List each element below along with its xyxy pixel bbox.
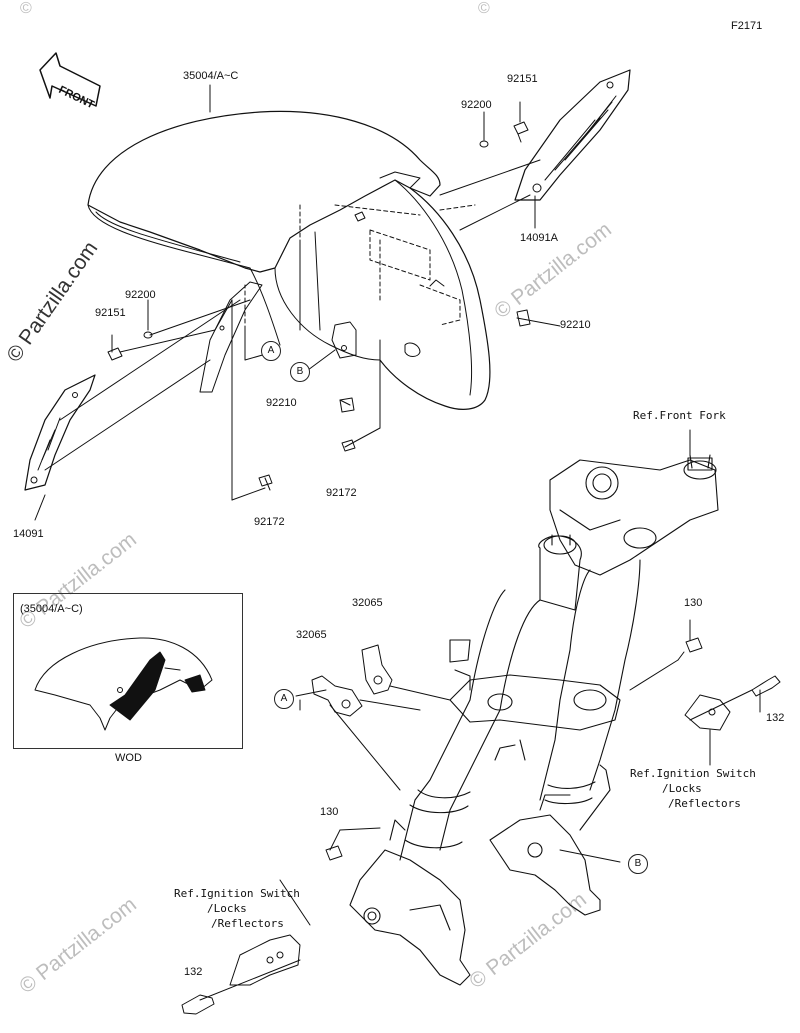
leader-lines bbox=[34, 84, 761, 1001]
ref-reflectors-left[interactable]: /Reflectors bbox=[211, 917, 284, 930]
part-label-92151-upper[interactable]: 92151 bbox=[507, 73, 538, 85]
part-label-32065-lower[interactable]: 32065 bbox=[296, 629, 327, 641]
part-label-14091[interactable]: 14091 bbox=[13, 528, 44, 540]
ref-ignition-switch-left[interactable]: Ref.Ignition Switch bbox=[174, 887, 300, 900]
fender-inner-bracket bbox=[199, 281, 263, 393]
part-label-132-left[interactable]: 132 bbox=[184, 966, 203, 978]
watermark-corner: © bbox=[478, 0, 490, 17]
callout-b[interactable]: B bbox=[290, 362, 310, 382]
fender-bracket bbox=[331, 321, 357, 359]
cover-14091 bbox=[24, 374, 96, 491]
part-label-130-upper[interactable]: 130 bbox=[684, 597, 703, 609]
part-label-35004[interactable]: 35004/A~C bbox=[183, 70, 239, 82]
part-label-92210-center[interactable]: 92210 bbox=[266, 397, 297, 409]
part-label-92151-left[interactable]: 92151 bbox=[95, 307, 126, 319]
front-fender bbox=[87, 110, 491, 410]
part-label-130-lower[interactable]: 130 bbox=[320, 806, 339, 818]
inset-part-label[interactable]: (35004/A~C) bbox=[20, 603, 83, 615]
part-label-92200-upper[interactable]: 92200 bbox=[461, 99, 492, 111]
part-label-92172-center[interactable]: 92172 bbox=[326, 487, 357, 499]
cover-14091a bbox=[514, 69, 631, 201]
inset-variant-box bbox=[13, 593, 243, 749]
ref-locks-left[interactable]: /Locks bbox=[207, 902, 247, 915]
part-label-132-right[interactable]: 132 bbox=[766, 712, 785, 724]
front-arrow-icon: FRONT bbox=[39, 52, 101, 111]
front-fork-assembly bbox=[349, 454, 719, 986]
figure-code: F2171 bbox=[731, 20, 763, 32]
callout-b[interactable]: B bbox=[628, 854, 648, 874]
inset-caption: WOD bbox=[115, 752, 142, 764]
callout-a[interactable]: A bbox=[261, 341, 281, 361]
inset-fender-drawing bbox=[34, 637, 213, 731]
part-label-14091a[interactable]: 14091A bbox=[520, 232, 558, 244]
ref-ignition-switch-right[interactable]: Ref.Ignition Switch bbox=[630, 767, 756, 780]
part-label-32065-upper[interactable]: 32065 bbox=[352, 597, 383, 609]
ref-front-fork[interactable]: Ref.Front Fork bbox=[633, 409, 726, 422]
part-label-92210-right[interactable]: 92210 bbox=[560, 319, 591, 331]
ref-reflectors-right[interactable]: /Reflectors bbox=[668, 797, 741, 810]
watermark-corner: © bbox=[20, 0, 32, 17]
reflector-bracket bbox=[229, 934, 301, 986]
part-label-92200-left[interactable]: 92200 bbox=[125, 289, 156, 301]
reflector-bracket-right bbox=[684, 694, 731, 731]
part-label-92172-left[interactable]: 92172 bbox=[254, 516, 285, 528]
callout-a[interactable]: A bbox=[274, 689, 294, 709]
ref-locks-right[interactable]: /Locks bbox=[662, 782, 702, 795]
fasteners bbox=[107, 121, 781, 1015]
